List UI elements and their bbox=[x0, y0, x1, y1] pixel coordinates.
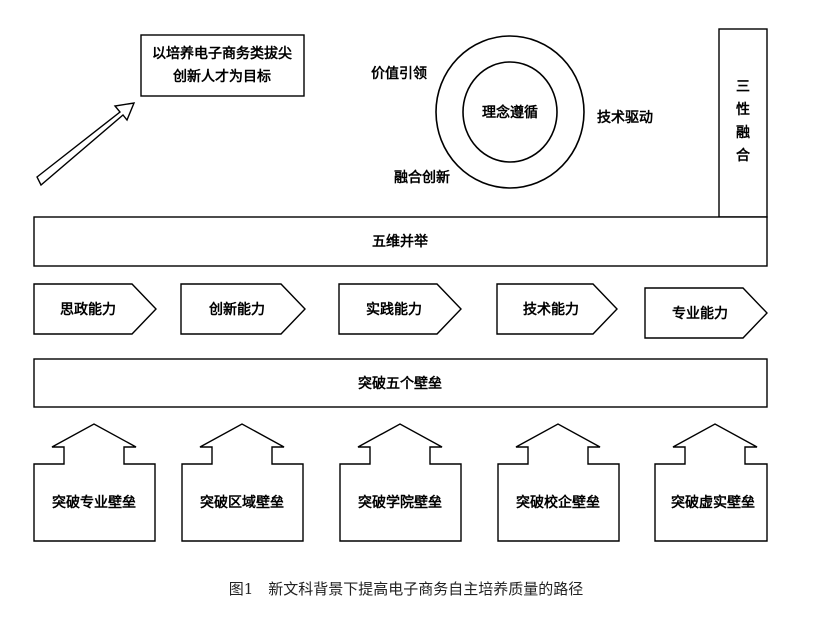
three-fusion-char-3: 融 bbox=[736, 124, 750, 141]
barrier-label: 突破学院壁垒 bbox=[358, 494, 442, 511]
barrier-label: 突破校企壁垒 bbox=[516, 494, 600, 511]
barrier-label: 突破专业壁垒 bbox=[52, 494, 136, 511]
goal-line2: 创新人才为目标 bbox=[172, 68, 271, 85]
three-fusion-char-4: 合 bbox=[736, 147, 751, 164]
barrier-callout: 突破校企壁垒 bbox=[497, 423, 620, 542]
ability-row: 思政能力 创新能力 实践能力 技术能力 专业能力 bbox=[33, 283, 768, 339]
break-five-bar: 突破五个壁垒 bbox=[33, 358, 768, 408]
concept-center-label: 理念遵循 bbox=[482, 104, 538, 121]
fusion-innovation-label: 融合创新 bbox=[394, 169, 450, 186]
tech-drive-label: 技术驱动 bbox=[597, 109, 653, 126]
ability-label: 创新能力 bbox=[208, 301, 265, 318]
ability-label: 思政能力 bbox=[60, 301, 116, 318]
ability-chevron: 技术能力 bbox=[496, 283, 618, 335]
ability-label: 技术能力 bbox=[523, 301, 579, 318]
goal-box: 以培养电子商务类拔尖 创新人才为目标 bbox=[140, 34, 305, 97]
ability-chevron: 专业能力 bbox=[644, 287, 768, 339]
concept-ring: 理念遵循 价值引领 技术驱动 融合创新 bbox=[371, 35, 653, 189]
ability-label: 专业能力 bbox=[672, 305, 728, 322]
barrier-callout: 突破虚实壁垒 bbox=[654, 423, 768, 542]
three-fusion-box: 三 性 融 合 bbox=[718, 28, 768, 218]
ability-label: 实践能力 bbox=[366, 301, 422, 318]
three-fusion-char-1: 三 bbox=[736, 79, 750, 95]
ability-chevron: 思政能力 bbox=[33, 283, 157, 335]
barrier-row: 突破专业壁垒 突破区域壁垒 突破学院壁垒 突破校企壁垒 突破虚实壁垒 bbox=[33, 423, 768, 542]
ability-chevron: 实践能力 bbox=[338, 283, 462, 335]
five-dimension-bar: 五维并举 bbox=[33, 216, 768, 267]
break-five-label: 突破五个壁垒 bbox=[358, 375, 442, 392]
barrier-label: 突破虚实壁垒 bbox=[671, 494, 755, 511]
barrier-callout: 突破学院壁垒 bbox=[339, 423, 462, 542]
barrier-label: 突破区域壁垒 bbox=[200, 494, 284, 511]
barrier-callout: 突破区域壁垒 bbox=[181, 423, 304, 542]
value-lead-label: 价值引领 bbox=[371, 65, 427, 82]
three-fusion-char-2: 性 bbox=[736, 101, 750, 118]
ability-chevron: 创新能力 bbox=[180, 283, 306, 335]
diagonal-up-arrow bbox=[36, 102, 136, 187]
barrier-callout: 突破专业壁垒 bbox=[33, 423, 156, 542]
figure-caption: 图1 新文科背景下提高电子商务自主培养质量的路径 bbox=[229, 580, 584, 598]
goal-line1: 以培养电子商务类拔尖 bbox=[152, 45, 292, 62]
five-dimension-label: 五维并举 bbox=[372, 233, 429, 250]
